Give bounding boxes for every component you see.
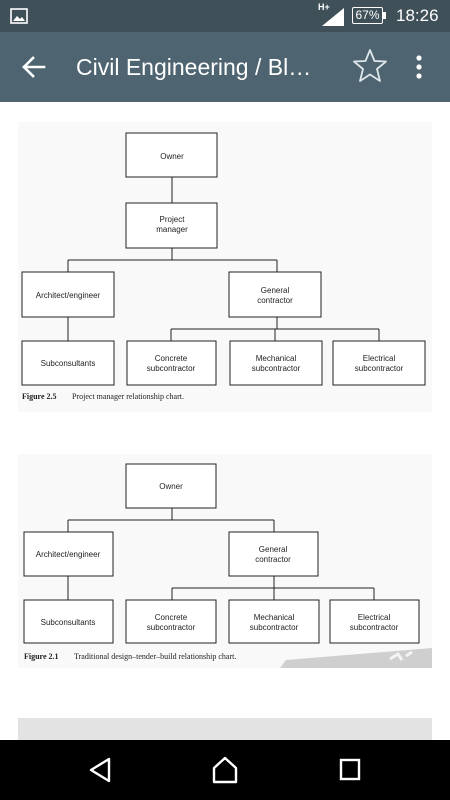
nav-recents-icon[interactable] bbox=[330, 752, 370, 788]
node-general-contractor bbox=[228, 271, 322, 318]
node-mechanical-subcontractor bbox=[229, 340, 323, 386]
label-concrete-2: subcontractor bbox=[147, 364, 196, 373]
figure-traditional-chart: Owner Architect/engineer General contrac… bbox=[18, 454, 432, 668]
label-mechanical-2: subcontractor bbox=[252, 364, 301, 373]
image-notification-icon bbox=[10, 8, 28, 24]
node-general-contractor bbox=[228, 531, 319, 577]
signal-icon bbox=[322, 8, 344, 26]
more-options-icon[interactable] bbox=[404, 48, 434, 86]
scan-mark-artifact bbox=[389, 650, 413, 661]
node-mechanical-subcontractor bbox=[228, 599, 320, 644]
label-subconsultants: Subconsultants bbox=[41, 618, 96, 627]
scan-shadow-artifact bbox=[280, 648, 432, 668]
label-concrete-1: Concrete bbox=[155, 354, 188, 363]
nav-home-icon[interactable] bbox=[205, 752, 245, 788]
figure-project-manager-chart: Owner Project manager Architect/engineer… bbox=[18, 122, 432, 412]
label-concrete-2: subcontractor bbox=[147, 623, 196, 632]
content-area[interactable]: Owner Project manager Architect/engineer… bbox=[0, 102, 450, 740]
node-owner bbox=[125, 463, 217, 509]
node-subconsultants bbox=[23, 599, 114, 644]
star-icon[interactable] bbox=[350, 46, 390, 86]
node-concrete-subcontractor bbox=[126, 340, 217, 386]
label-owner: Owner bbox=[160, 152, 184, 161]
figure-caption-text: Project manager relationship chart. bbox=[72, 392, 184, 401]
label-mechanical-2: subcontractor bbox=[250, 623, 299, 632]
label-mechanical-1: Mechanical bbox=[254, 613, 295, 622]
label-owner: Owner bbox=[159, 482, 183, 491]
label-electrical-2: subcontractor bbox=[350, 623, 399, 632]
node-owner bbox=[125, 132, 218, 178]
navigation-bar bbox=[0, 740, 450, 800]
label-subconsultants: Subconsultants bbox=[41, 359, 96, 368]
label-gc-1: General bbox=[259, 545, 288, 554]
label-project-manager-1: Project bbox=[160, 215, 186, 224]
org-chart-2: Owner Architect/engineer General contrac… bbox=[23, 463, 432, 668]
label-architect: Architect/engineer bbox=[36, 291, 101, 300]
label-electrical-1: Electrical bbox=[363, 354, 396, 363]
node-architect-engineer bbox=[21, 271, 115, 318]
nav-back-icon[interactable] bbox=[80, 752, 120, 788]
page-title: Civil Engineering / Bl… bbox=[76, 54, 312, 80]
battery-indicator: 67% bbox=[352, 7, 383, 24]
org-chart-1: Owner Project manager Architect/engineer… bbox=[21, 132, 426, 401]
node-electrical-subcontractor bbox=[329, 599, 420, 644]
label-electrical-2: subcontractor bbox=[355, 364, 404, 373]
network-type-label: H+ bbox=[318, 2, 330, 12]
label-electrical-1: Electrical bbox=[358, 613, 391, 622]
node-concrete-subcontractor bbox=[125, 599, 217, 644]
label-concrete-1: Concrete bbox=[155, 613, 188, 622]
node-subconsultants bbox=[21, 340, 115, 386]
back-arrow-icon[interactable] bbox=[10, 43, 58, 91]
figure-caption-label: Figure 2.5 bbox=[22, 392, 57, 401]
clock: 18:26 bbox=[396, 6, 439, 25]
label-mechanical-1: Mechanical bbox=[256, 354, 297, 363]
label-architect: Architect/engineer bbox=[36, 550, 101, 559]
label-gc-2: contractor bbox=[255, 555, 291, 564]
status-bar: H+ 67% 18:26 bbox=[0, 0, 450, 32]
figure-caption-label: Figure 2.1 bbox=[24, 652, 59, 661]
battery-nub bbox=[383, 12, 386, 19]
label-gc-1: General bbox=[261, 286, 290, 295]
app-bar: Civil Engineering / Bl… bbox=[0, 32, 450, 102]
label-gc-2: contractor bbox=[257, 296, 293, 305]
next-item-placeholder bbox=[18, 718, 432, 740]
label-project-manager-2: manager bbox=[156, 225, 188, 234]
node-architect-engineer bbox=[23, 531, 114, 577]
node-project-manager bbox=[125, 202, 218, 249]
node-electrical-subcontractor bbox=[332, 340, 426, 386]
figure-caption-text: Traditional design–tender–build relation… bbox=[74, 652, 236, 661]
